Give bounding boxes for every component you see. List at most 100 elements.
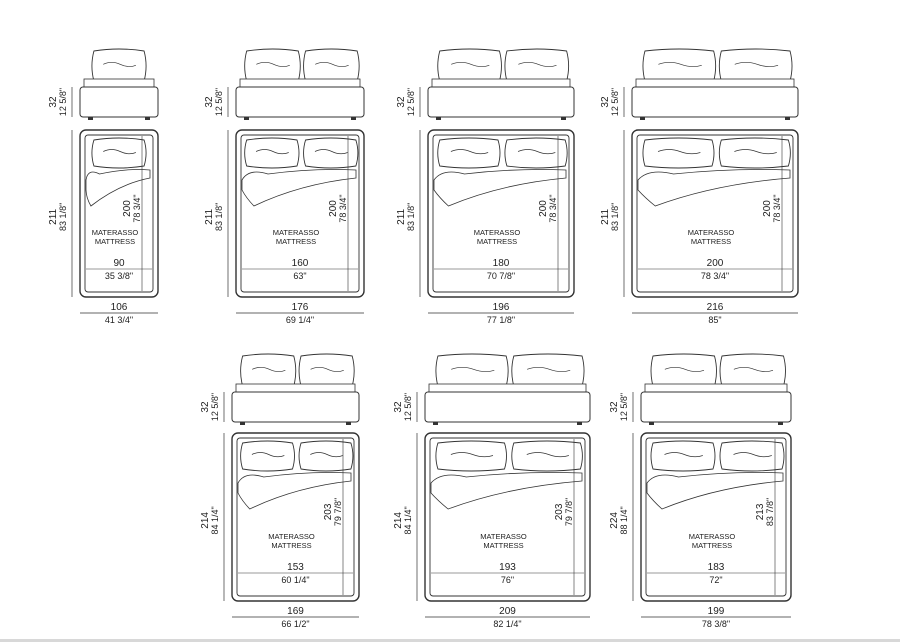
mattress-width-in: 63"	[293, 271, 306, 281]
headboard-top	[83, 78, 155, 88]
width-cm-label: 216	[707, 302, 724, 313]
mattress-length-in: 79 7/8"	[333, 498, 343, 526]
mattress-width-in: 70 7/8"	[487, 271, 515, 281]
mattress-label-en: MATTRESS	[692, 541, 732, 550]
plan-pillow-right	[511, 440, 583, 472]
mattress-width-cm: 200	[707, 258, 724, 269]
length-in-label: 83 1/8"	[610, 203, 620, 231]
length-cm-label: 214	[393, 512, 404, 529]
bed-foot-left	[244, 117, 249, 120]
bed-base	[424, 391, 591, 423]
height-cm-label: 32	[48, 96, 59, 108]
headboard-top	[431, 78, 571, 88]
plan-pillow-left	[240, 440, 295, 472]
height-cm-label: 32	[200, 401, 211, 413]
bed-foot-left	[88, 117, 93, 120]
mattress-width-cm: 90	[113, 258, 125, 269]
plan-pillow-left	[437, 137, 501, 169]
mattress-label: MATERASSO	[689, 532, 736, 541]
mattress-label: MATERASSO	[688, 228, 735, 237]
height-in-label: 12 5/8"	[619, 393, 629, 421]
length-cm-label: 224	[609, 512, 620, 529]
length-in-label: 83 1/8"	[214, 203, 224, 231]
bed-foot-right	[577, 422, 582, 425]
mattress-label: MATERASSO	[268, 532, 315, 541]
pillow-left	[435, 353, 509, 389]
width-in-label: 78 3/8"	[702, 619, 730, 629]
bed-base	[79, 86, 159, 118]
height-cm-label: 32	[393, 401, 404, 413]
height-in-label: 12 5/8"	[214, 88, 224, 116]
height-in-label: 12 5/8"	[58, 88, 68, 116]
bed-foot-right	[351, 117, 356, 120]
length-cm-label: 211	[48, 208, 59, 224]
mattress-length-cm: 213	[755, 503, 766, 520]
mattress-label: MATERASSO	[92, 228, 139, 237]
bed-base	[427, 86, 575, 118]
width-cm-label: 169	[287, 606, 304, 617]
mattress-width-cm: 160	[292, 258, 309, 269]
mattress-length-cm: 203	[323, 503, 334, 520]
headboard-top	[428, 383, 587, 393]
width-in-label: 66 1/2"	[281, 619, 309, 629]
mattress-length-cm: 200	[328, 200, 339, 217]
pillow-right	[719, 353, 786, 389]
duvet-fold	[433, 169, 567, 207]
mattress-length-cm: 200	[762, 200, 773, 217]
duvet-fold	[646, 472, 784, 510]
mattress-label-en: MATTRESS	[271, 541, 311, 550]
width-in-label: 85"	[708, 315, 721, 325]
height-in-label: 12 5/8"	[403, 393, 413, 421]
mattress-label-en: MATTRESS	[691, 237, 731, 246]
plan-pillow-left	[642, 137, 715, 169]
bed-foot-left	[240, 422, 245, 425]
mattress-label: MATERASSO	[474, 228, 521, 237]
mattress-width-in: 60 1/4"	[281, 575, 309, 585]
pillow-right	[718, 48, 793, 84]
headboard-top	[635, 78, 795, 88]
mattress-label: MATERASSO	[480, 532, 527, 541]
width-cm-label: 196	[493, 302, 510, 313]
plan-pillow	[91, 137, 147, 169]
bed-foot-right	[145, 117, 150, 120]
duvet-fold	[237, 472, 352, 510]
length-cm-label: 211	[600, 208, 611, 224]
bottom-divider	[0, 639, 900, 642]
bed-foot-right	[346, 422, 351, 425]
headboard-top	[235, 383, 356, 393]
width-cm-label: 199	[708, 606, 725, 617]
pillow-right	[511, 353, 585, 389]
bed-base	[235, 86, 365, 118]
length-in-label: 83 1/8"	[58, 203, 68, 231]
mattress-label-en: MATTRESS	[95, 237, 135, 246]
height-cm-label: 32	[204, 96, 215, 108]
mattress-width-cm: 153	[287, 562, 304, 573]
bed-foot-left	[649, 422, 654, 425]
mattress-length-in: 78 3/4"	[772, 194, 782, 222]
height-in-label: 12 5/8"	[210, 393, 220, 421]
width-cm-label: 106	[111, 302, 128, 313]
height-cm-label: 32	[609, 401, 620, 413]
width-in-label: 41 3/4"	[105, 315, 133, 325]
mattress-length-cm: 203	[554, 503, 565, 520]
length-in-label: 84 1/4"	[403, 506, 413, 534]
width-in-label: 82 1/4"	[493, 619, 521, 629]
pillow-right	[298, 353, 355, 389]
height-in-label: 12 5/8"	[406, 88, 416, 116]
plan-pillow-right	[718, 137, 791, 169]
plan-pillow-left	[435, 440, 507, 472]
